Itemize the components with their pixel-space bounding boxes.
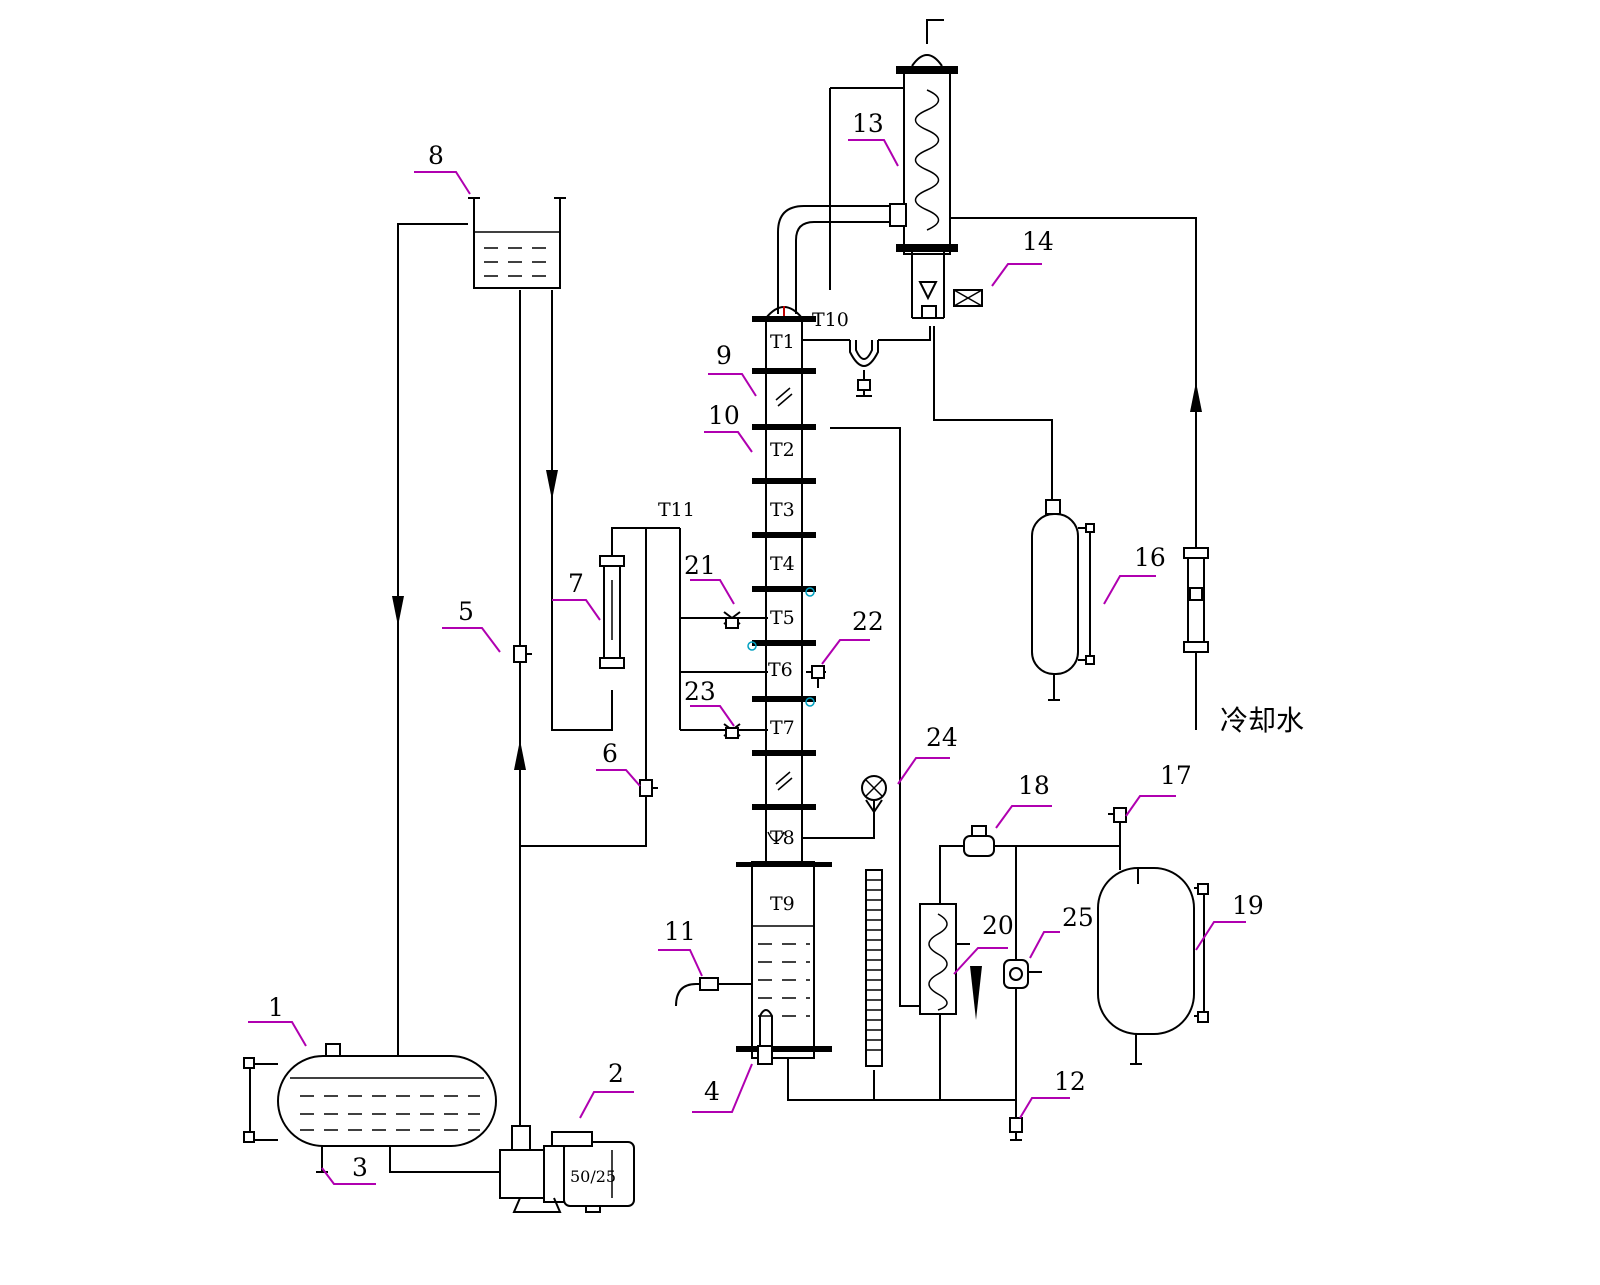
condenser-13	[889, 19, 983, 319]
residue-tank-19	[1097, 867, 1209, 1065]
label-24: 24	[926, 723, 958, 752]
distillate-to-16	[933, 326, 1053, 500]
liquid-seal	[849, 340, 879, 367]
label-10: 10	[708, 401, 740, 430]
distillate-receiver-16	[1031, 499, 1095, 701]
label-22: 22	[852, 607, 884, 636]
label-8: 8	[428, 141, 444, 170]
label-4: 4	[704, 1077, 720, 1106]
label-2: 2	[608, 1059, 624, 1088]
arrow-down-cooler	[970, 966, 982, 1020]
temp-t10: T10	[812, 309, 849, 331]
vapor-line-inner	[795, 221, 890, 314]
reflux-return	[802, 326, 931, 341]
label-1: 1	[268, 993, 284, 1022]
return-pipe-left	[397, 223, 468, 1056]
temp-t2: T2	[770, 439, 795, 461]
temp-t6: T6	[768, 659, 793, 681]
vapor-line-outer	[777, 205, 890, 314]
cooling-water-rotameter	[1183, 547, 1209, 653]
distillation-column	[747, 306, 816, 866]
bypass-line-6	[520, 527, 672, 847]
bottoms-line	[787, 1058, 1016, 1101]
label-17: 17	[1160, 761, 1192, 790]
temp-t5: T5	[770, 607, 795, 629]
arrow-up-cw	[1190, 382, 1202, 412]
flow-arrows	[392, 382, 1202, 1020]
valve-17	[1108, 807, 1127, 823]
valve-5	[513, 645, 532, 663]
temperature-points: T1 T2 T3 T4 T5 T6 T7 T8 T9 T10 T11	[658, 309, 849, 915]
valve-12	[1009, 1117, 1023, 1141]
temp-t7: T7	[770, 717, 795, 739]
label-13: 13	[852, 109, 884, 138]
valve-6	[639, 779, 658, 797]
label-25: 25	[1062, 903, 1094, 932]
valve-22	[806, 665, 826, 688]
label-18: 18	[1018, 771, 1050, 800]
temp-t9: T9	[770, 893, 795, 915]
label-19: 19	[1232, 891, 1264, 920]
label-5: 5	[458, 597, 474, 626]
leader-lines	[248, 139, 1246, 1185]
label-6: 6	[602, 739, 618, 768]
arrow-down-feed	[546, 470, 558, 500]
pump-nameplate: 50/25	[570, 1167, 616, 1186]
valve-25	[1003, 959, 1042, 989]
label-12: 12	[1054, 1067, 1086, 1096]
feed-tank-1	[243, 1043, 497, 1173]
pump-2: 50/25	[499, 1125, 635, 1213]
temp-t4: T4	[770, 553, 795, 575]
label-21: 21	[684, 551, 716, 580]
label-23: 23	[684, 677, 716, 706]
label-11: 11	[664, 917, 696, 946]
feed-to-rotameter-7	[551, 290, 613, 731]
temp-t8: T8	[770, 827, 795, 849]
valve-21	[723, 611, 741, 629]
head-tank-8	[468, 197, 566, 289]
cooling-water-label: 冷却水	[1220, 704, 1304, 737]
label-20: 20	[982, 911, 1014, 940]
label-9: 9	[716, 341, 732, 370]
valve-23	[723, 723, 741, 739]
label-7: 7	[568, 569, 584, 598]
arrow-down-left	[392, 596, 404, 626]
label-14: 14	[1022, 227, 1054, 256]
valves	[513, 370, 1127, 1141]
label-3: 3	[352, 1153, 368, 1182]
reboiler-t9	[675, 861, 832, 1065]
number-labels: 1 2 3 4 5 6 7 8 9 10 11 12 13 14 16 17 1…	[268, 109, 1264, 1182]
temp-t11: T11	[658, 499, 695, 521]
product-cooler-20	[919, 903, 970, 1015]
cooler-outlet	[939, 845, 964, 1100]
pressure-gauge-24	[861, 775, 887, 1067]
valve-column-top-drain	[856, 370, 872, 397]
cooler-feed-line	[830, 427, 920, 1007]
rotameter-7	[599, 555, 625, 669]
arrow-up-riser	[514, 740, 526, 770]
valve-18	[963, 825, 995, 857]
label-16: 16	[1134, 543, 1166, 572]
temp-t1: T1	[770, 331, 795, 353]
residue-to-19	[994, 845, 1121, 870]
temp-t3: T3	[770, 499, 795, 521]
